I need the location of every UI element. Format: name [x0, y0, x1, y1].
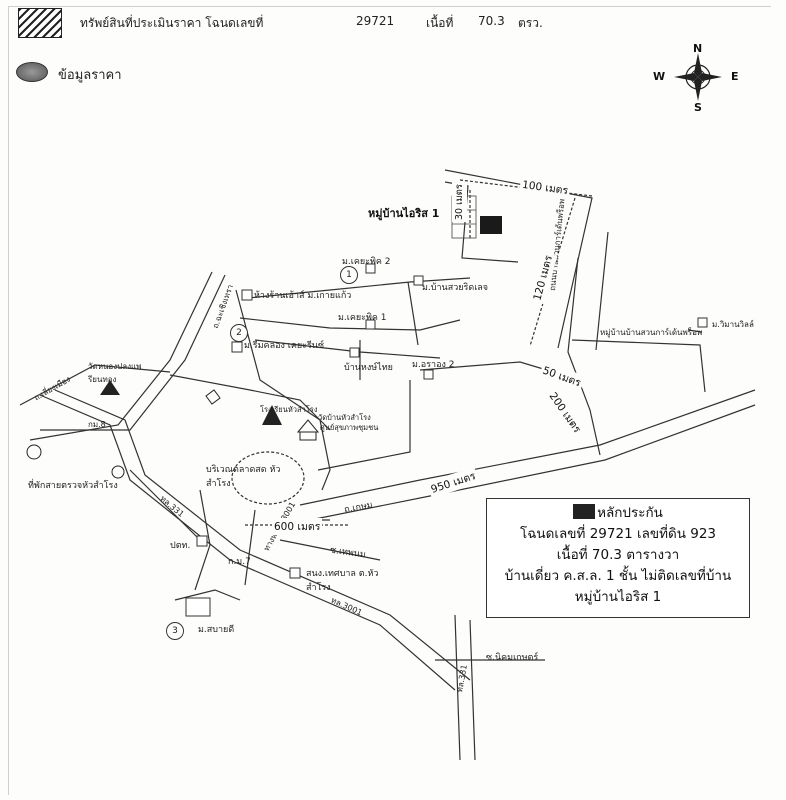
label-police: ที่พักสายตรวจหัวสำโรง: [28, 481, 118, 491]
legend-dot-label: ข้อมูลราคา: [58, 68, 122, 83]
road-331-a: [39, 394, 456, 691]
road-market-west: [194, 489, 211, 591]
building-green-house: [231, 341, 243, 353]
building-markers: [185, 263, 708, 617]
road-south-vertical: [454, 614, 461, 761]
road-market-north: [169, 374, 331, 431]
hospital-building-icon: [299, 431, 317, 441]
collateral-title-row: หลักประกัน: [487, 503, 749, 524]
misc-icons: [26, 389, 320, 479]
police-icon: [26, 444, 42, 460]
road-top-left: [19, 364, 171, 406]
collateral-line-2: เนื้อที่ 70.3 ตารางวา: [556, 547, 680, 563]
road-331-stub: [129, 469, 201, 541]
building-wiman: [697, 317, 708, 328]
road-left-diag-a: [40, 274, 226, 431]
compass-east: E: [731, 70, 739, 83]
price-data-dot-icon: [16, 62, 48, 82]
temple-center-icon: [262, 405, 282, 425]
property-parcel: [480, 216, 502, 234]
building-kpark2: [365, 263, 376, 274]
label-baan-thai: บ้านหงษ์ไทย: [344, 363, 393, 373]
label-temple-left: วัดหนองปลงแพรียนทอง: [88, 362, 142, 384]
label-mart-7: ก.ม.7: [228, 557, 251, 567]
building-municipality: [289, 567, 301, 579]
compass-west: W: [653, 70, 666, 83]
road-kpark-2: [247, 277, 471, 299]
collateral-line-4: หมู่บ้านไอริส 1: [574, 589, 662, 605]
road-sabai: [174, 589, 241, 601]
road-rebat: [279, 539, 381, 561]
label-road-nikom: ซ.นิคมเกษตร์: [486, 653, 539, 663]
road-village-loop: [444, 169, 593, 349]
compass-north: N: [693, 42, 703, 55]
building-pharmacy: [196, 535, 208, 547]
road-right-stub: [687, 329, 703, 333]
label-municipality: สนง.เทศบาล ต.หัวสำโรง: [306, 569, 379, 593]
label-km: กม.8: [88, 420, 106, 429]
label-kpark-2: ม.เคยะพิค 2: [342, 257, 391, 267]
building-baan-thai: [349, 347, 360, 358]
hospital-icon: [296, 419, 320, 433]
label-pharmacy: ปตท.: [170, 541, 191, 551]
marker-circle-1: 1: [340, 266, 358, 284]
hatch-legend-swatch: [18, 8, 62, 38]
road-right-branch: [571, 339, 706, 393]
marker-circle-2: 2: [230, 324, 248, 342]
legend-hatch-label: ทรัพย์สินที่ประเมินราคา โฉนดเลขที่: [80, 16, 264, 30]
road-left-diag-b: [29, 271, 213, 441]
road-950-parallel: [309, 404, 756, 521]
marker-circle-3: 3: [166, 622, 184, 640]
collateral-info-box: หลักประกัน โฉนดเลขที่ 29721 เลขที่ดิน 92…: [486, 498, 750, 618]
building-baan-suay: [413, 275, 424, 286]
legend-header: ทรัพย์สินที่ประเมินราคา โฉนดเลขที่ 29721…: [0, 0, 786, 100]
temple-left-icon: [100, 380, 120, 395]
village-title: หมู่บ้านไอริส 1: [368, 207, 440, 220]
building-kpark1: [365, 319, 376, 330]
road-market-south: [244, 509, 256, 586]
school-icon: [111, 465, 125, 479]
road-950-main: [299, 389, 756, 506]
temple-icons: [100, 380, 282, 425]
label-hospital: ศูนย์สุขภาพชุมชน: [320, 423, 379, 432]
building-sabai: [185, 597, 211, 617]
area-label: เนื้อที่: [426, 16, 454, 30]
label-moo-aras-2: ม.อราอง 2: [412, 360, 455, 370]
collateral-line-3: บ้านเดี่ยว ค.ส.ล. 1 ชั้น ไม่ติดเลขที่บ้า…: [504, 568, 732, 584]
building-aras: [423, 369, 434, 380]
compass-south: S: [694, 101, 702, 114]
label-school: โรงเรียนหัวสำโรง: [260, 405, 318, 414]
label-market: บริเวณตลาดสด หัวสำโรง: [206, 465, 281, 489]
label-right-village: หมู่บ้านบ้านสวนการ์เด้นพร็อพ: [600, 328, 703, 337]
area-unit: ตรว.: [518, 16, 543, 30]
measure-30m: 30 เมตร: [452, 182, 467, 222]
road-right-vertical-2: [595, 231, 609, 351]
collateral-title: หลักประกัน: [597, 505, 663, 521]
road-kpark-link: [407, 281, 419, 346]
label-green-house: ม.รีมคลอง เคยะรีนซ์: [244, 341, 325, 351]
diamond-marker-icon: [205, 389, 221, 405]
collateral-swatch-icon: [573, 504, 596, 519]
label-sabai: ม.สบายดี: [198, 625, 235, 635]
building-mall: [241, 289, 253, 301]
label-wiman: ม.วิมานวิลล์: [712, 320, 754, 329]
label-kpark-1: ม.เคยะพิค 1: [338, 313, 387, 323]
deed-number: 29721: [356, 14, 395, 28]
road-331-b: [54, 389, 471, 681]
area-value: 70.3: [478, 14, 505, 28]
label-mall: ห้างร้านเฮ้าส์ ม.เกายแก้ว: [254, 291, 352, 301]
compass-rose-icon: [674, 53, 722, 101]
label-baan-suay: ม.บ้านสวยริดเลจ: [422, 283, 489, 293]
label-temple-center: วัดบ้านหัวสำโรง: [318, 413, 371, 422]
measure-600m: 600 เมตร: [272, 518, 323, 535]
road-south-vertical-2: [469, 619, 476, 761]
page-frame: [8, 6, 771, 795]
market-boundary: [231, 451, 305, 505]
road-center-south: [317, 380, 411, 471]
collateral-line-1: โฉนดเลขที่ 29721 เลขที่ดิน 923: [519, 526, 717, 542]
